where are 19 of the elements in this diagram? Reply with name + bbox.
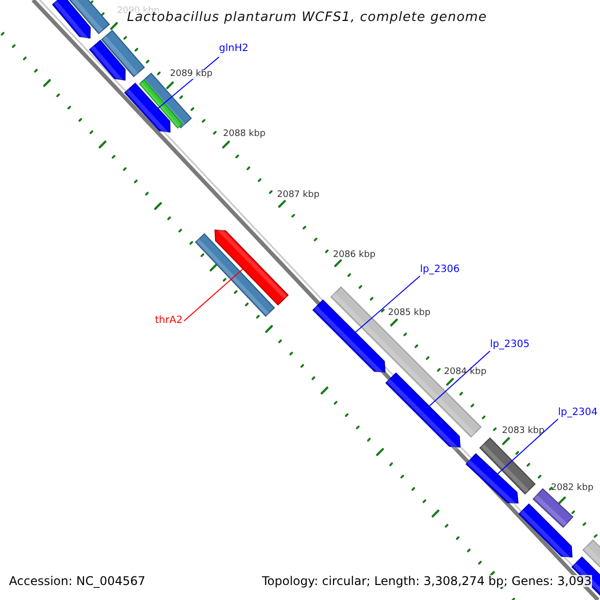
gene-feature [312, 299, 386, 376]
gene-label: lp_2304 [558, 408, 598, 418]
leader-line [496, 418, 558, 475]
gene-feature [518, 503, 573, 561]
scale-label: 2088 kbp [223, 130, 266, 139]
leader-line [428, 350, 490, 407]
scale-label: 2084 kbp [444, 368, 486, 377]
gene-feature [52, 0, 91, 42]
leader-line [354, 276, 420, 333]
leader-line [184, 268, 244, 322]
gene-feature [466, 453, 519, 508]
gene-label: thrA2 [155, 316, 183, 326]
gene-label: lp_2305 [490, 340, 530, 350]
accession-text: Accession: NC_004567 [9, 575, 146, 587]
gene-feature [124, 82, 171, 136]
gene-feature [88, 40, 126, 84]
gene-label: lp_2306 [420, 265, 460, 275]
gene-label: glnH2 [219, 44, 248, 54]
scale-label: 2086 kbp [333, 251, 376, 260]
